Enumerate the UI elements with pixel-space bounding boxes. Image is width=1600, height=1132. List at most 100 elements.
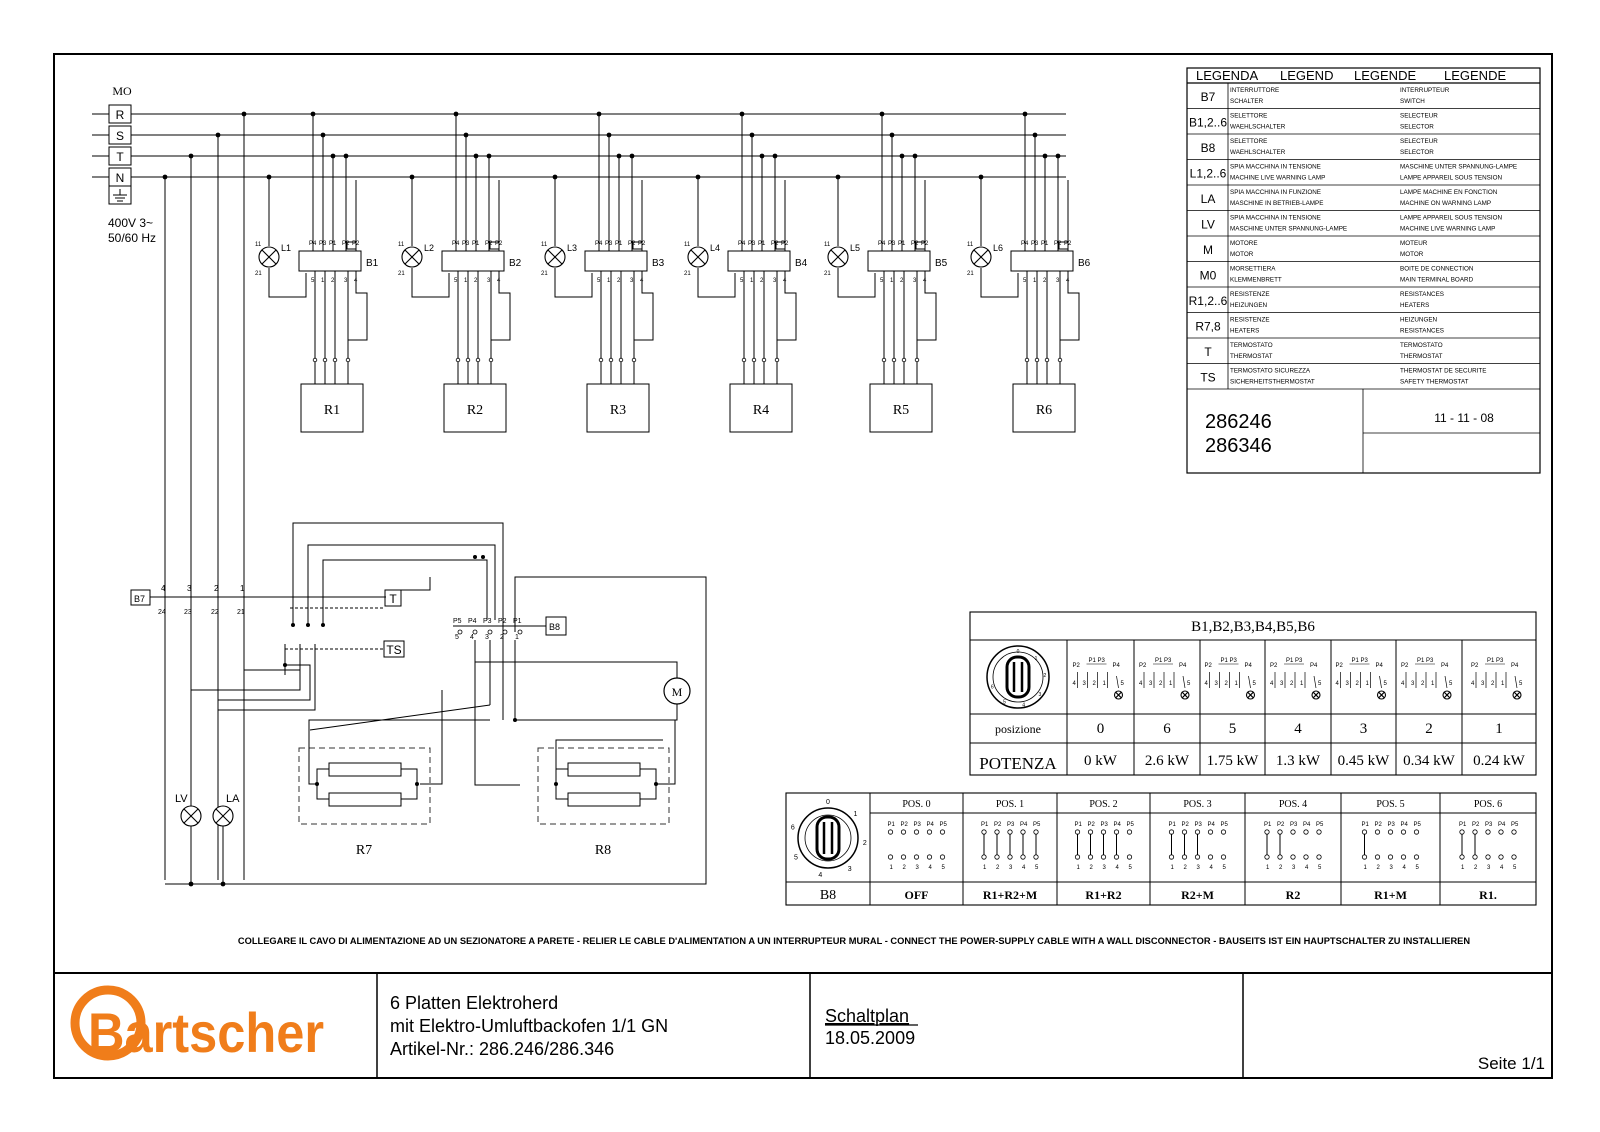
contact-number: 3 [1149, 681, 1153, 687]
contact-bottom [1194, 854, 1201, 860]
lamp-cross [215, 808, 231, 824]
knob-mark: 2 [1043, 673, 1046, 679]
hob-zones: L11121B1P4P3P1P2P251234R1L21121B2P4P3P1P… [255, 111, 1091, 433]
terminal [312, 357, 318, 363]
wire [217, 675, 316, 711]
heating-element [328, 792, 402, 807]
legend-text-fr: SELECTEUR [1400, 113, 1438, 120]
terminal [1024, 357, 1030, 363]
contact-number: 3 [1481, 681, 1485, 687]
switch-terminal-top: 1 [240, 584, 245, 593]
selector-terminal-bottom: 1 [890, 278, 894, 284]
page-number: Seite 1/1 [1478, 1054, 1545, 1073]
legend-symbol: B1,2..6 [1189, 116, 1227, 130]
terminal [1034, 357, 1040, 363]
contact-top-label: P2 [901, 822, 909, 828]
contact-number: 3 [1215, 681, 1219, 687]
junction-dot [513, 718, 517, 722]
legend-text-en: MAIN TERMINAL BOARD [1400, 277, 1474, 284]
contact-top [939, 829, 946, 835]
position-value: 2 [1425, 721, 1433, 737]
legend-text-it: TERMOSTATO SICUREZZA [1230, 368, 1311, 375]
contact-label: P4 [1376, 663, 1384, 669]
junction-dot [188, 881, 194, 887]
contact-bottom-label: 4 [929, 865, 933, 871]
contact-bottom [1459, 854, 1465, 860]
contact-top-label: P5 [1316, 822, 1324, 828]
contact-label: P3 [1098, 658, 1106, 664]
contact-label: P3 [1426, 658, 1434, 664]
legend-text-en: LAMPE APPAREIL SOUS TENSION [1400, 175, 1503, 182]
contact-top [1007, 829, 1013, 835]
contact-number: 1 [1235, 681, 1239, 687]
contact-label: P1 [1221, 658, 1229, 664]
oven-knob-mark: 5 [794, 855, 798, 862]
legend-text-de: MOTOR [1230, 251, 1254, 258]
contact-top-label: P5 [940, 822, 948, 828]
terminal [322, 357, 328, 363]
title-block: Bartscher 6 Platten Elektroherd mit Elek… [54, 972, 1552, 1078]
wire [309, 704, 491, 731]
contact-bottom [1485, 854, 1491, 860]
legend-text-fr: RESISTANCES [1400, 291, 1444, 298]
row-label-position: posizione [995, 722, 1041, 736]
element-link [640, 768, 657, 800]
contact-bottom [926, 854, 933, 860]
contact-number: 5 [1449, 681, 1453, 687]
oven-knob-handle [815, 815, 841, 861]
loop-wire-b [307, 544, 496, 620]
contact-top-label: P1 [1362, 822, 1370, 828]
legend-text-en: HEATERS [1400, 302, 1429, 309]
switch-terminal-top: 4 [161, 584, 166, 593]
bartscher-logo: Bartscher [70, 985, 324, 1064]
legend-header-2: LEGENDE [1354, 68, 1416, 83]
terminal [761, 357, 767, 363]
wire [656, 720, 676, 785]
oven-selector-terminal-bottom: 3 [485, 634, 489, 641]
lamp-cross [404, 249, 420, 265]
knob-mark: 3 [1038, 692, 1041, 698]
position-value: 4 [1294, 721, 1302, 737]
legend-text-de: WAEHLSCHALTER [1230, 124, 1286, 131]
junction-dot [463, 132, 469, 138]
oven-position-header: POS. 5 [1376, 799, 1404, 810]
junction-dot [266, 174, 272, 180]
contact-bottom-label: 5 [1416, 865, 1420, 871]
contact-top-label: P2 [1472, 822, 1480, 828]
heater-loop-wire [634, 271, 654, 341]
contact-top-label: P2 [1182, 822, 1190, 828]
position-value: 6 [1163, 721, 1171, 737]
contact-label: P4 [1245, 663, 1253, 669]
heater-label: R7 [356, 843, 372, 858]
oven-position-function: OFF [905, 888, 929, 902]
contact-label: P4 [1310, 663, 1318, 669]
contact-top [1498, 829, 1504, 835]
contact-bottom-label: 3 [1009, 865, 1013, 871]
legend-symbol: L1,2..6 [1190, 167, 1227, 181]
oven-position-function: R1+R2 [1085, 888, 1121, 902]
contact-number: 4 [1336, 681, 1340, 687]
contact-bottom [1033, 854, 1039, 860]
legend-text-it: INTERRUTTORE [1230, 87, 1279, 94]
contact-bottom [1113, 854, 1120, 860]
junction-dot [629, 153, 635, 159]
terminal [901, 357, 907, 363]
element-link [401, 768, 418, 800]
contact-label: P4 [1441, 663, 1449, 669]
contact-top [1290, 829, 1296, 835]
contact-number: 2 [1159, 681, 1163, 687]
contact-top-label: P5 [1033, 822, 1041, 828]
junction-dot [1055, 153, 1061, 159]
legend-text-en: SAFETY THERMOSTAT [1400, 379, 1469, 386]
selector-knob-handle [1005, 655, 1031, 699]
contact-number: 2 [1491, 681, 1495, 687]
junction-dot [835, 174, 841, 180]
junction-dot [320, 132, 326, 138]
junction-dot [772, 153, 778, 159]
heating-element [567, 792, 641, 807]
